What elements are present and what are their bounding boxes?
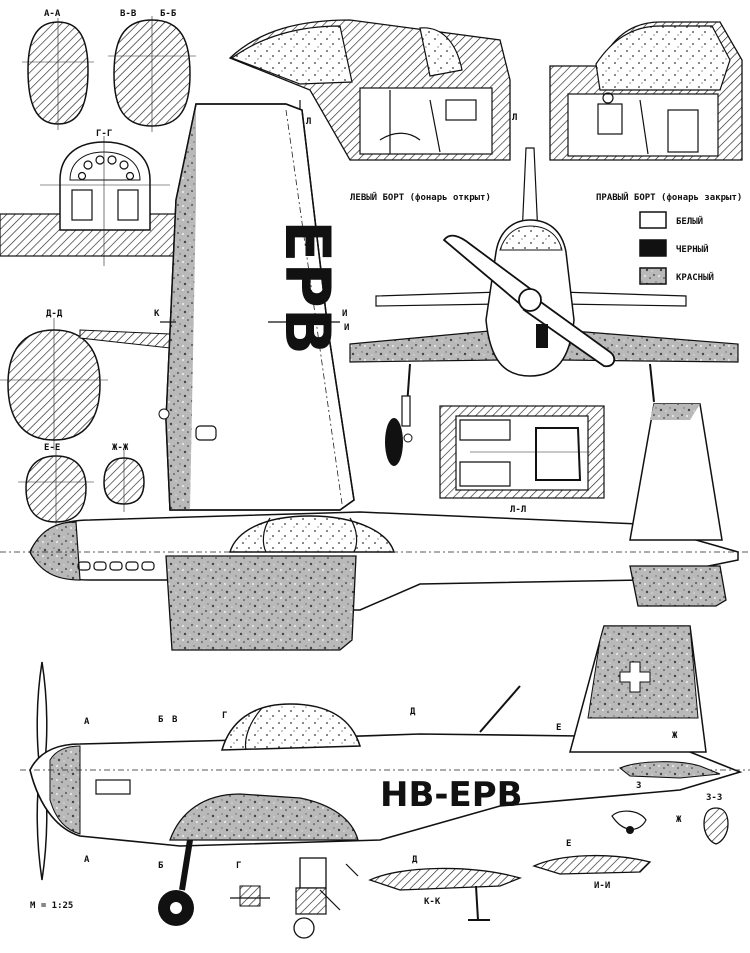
cockpit-left-caption: ЛЕВЫЙ БОРТ (фонарь открыт) xyxy=(350,191,491,203)
legend-swatch-black xyxy=(639,239,667,257)
cockpit-right-caption: ПРАВЫЙ БОРТ (фонарь закрыт) xyxy=(596,191,742,203)
station-d-top: Д xyxy=(410,707,416,717)
top-view: EPB xyxy=(0,103,750,651)
side-view: HB-EPB xyxy=(20,625,750,926)
section-ll: Л-Л xyxy=(439,405,605,515)
station-g-bottom: Г xyxy=(236,861,241,871)
legend-swatch-red xyxy=(639,267,667,285)
section-vv-label: В-В xyxy=(120,9,137,19)
section-ee-label: Е-Е xyxy=(44,443,60,453)
station-i-top: И xyxy=(342,309,347,319)
station-zh-top: Ж xyxy=(672,731,678,741)
wing-code-marking: EPB xyxy=(271,220,344,355)
section-kk: К-К xyxy=(368,867,523,921)
section-aa: А-А xyxy=(22,9,94,130)
section-gg: Г-Г xyxy=(0,129,201,266)
section-ii: И-И xyxy=(532,854,652,891)
section-gg-label: Г-Г xyxy=(96,129,112,139)
station-b-bottom: Б xyxy=(158,861,164,871)
section-aa-label: А-А xyxy=(44,9,61,19)
section-zz: З-З xyxy=(703,793,729,845)
section-zhzh: Ж-Ж xyxy=(103,443,145,512)
color-legend: БЕЛЫЙ ЧЕРНЫЙ КРАСНЫЙ xyxy=(639,211,714,285)
station-markers: А Б В Г Д Е Ж З А Б Г Д Е Ж К И И Л Л xyxy=(84,113,682,871)
station-k-top: К xyxy=(154,309,160,319)
station-d-bottom: Д xyxy=(412,855,418,865)
front-view xyxy=(349,147,739,466)
section-kk-label: К-К xyxy=(424,897,441,907)
station-a-top: А xyxy=(84,717,90,727)
station-l-left: Л xyxy=(306,117,311,127)
legend-swatch-white xyxy=(639,211,667,229)
legend-label-black: ЧЕРНЫЙ xyxy=(676,243,709,255)
scale-label: М = 1:25 xyxy=(30,901,73,911)
station-v-top: В xyxy=(172,715,178,725)
station-e-bottom: Е xyxy=(566,839,571,849)
station-g-top: Г xyxy=(222,711,227,721)
section-vv-bb: В-В Б-Б xyxy=(108,9,196,132)
section-ii-label: И-И xyxy=(594,881,610,891)
section-zhzh-label: Ж-Ж xyxy=(112,443,129,453)
cockpit-left-view: ЛЕВЫЙ БОРТ (фонарь открыт) xyxy=(228,19,511,203)
section-ee: Е-Е xyxy=(18,443,94,530)
station-zh-bottom: Ж xyxy=(676,815,682,825)
station-z: З xyxy=(636,781,641,791)
section-dd: Д-Д xyxy=(0,309,171,450)
station-a-bottom: А xyxy=(84,855,90,865)
cockpit-right-view: ПРАВЫЙ БОРТ (фонарь закрыт) xyxy=(549,21,743,203)
station-b-top: Б xyxy=(158,715,164,725)
section-bb-label: Б-Б xyxy=(160,9,177,19)
section-ll-label: Л-Л xyxy=(510,505,526,515)
section-zz-label: З-З xyxy=(706,793,722,803)
section-dd-label: Д-Д xyxy=(46,309,63,319)
registration-marking: HB-EPB xyxy=(380,775,523,815)
gear-detail xyxy=(230,857,359,939)
legend-label-red: КРАСНЫЙ xyxy=(676,271,714,283)
legend-label-white: БЕЛЫЙ xyxy=(676,215,703,227)
station-l: Л xyxy=(512,113,517,123)
station-e-top: Е xyxy=(556,723,561,733)
station-i-bottom: И xyxy=(344,323,349,333)
